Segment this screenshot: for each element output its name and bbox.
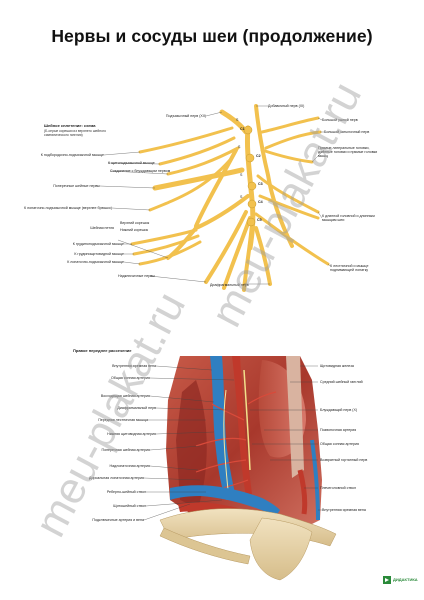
ansa-cervicalis-inferior <box>194 194 250 230</box>
label-omohyoid-superior: К лопаточно-подъязычной мышце (верхнее б… <box>23 206 112 210</box>
subclavian-vein <box>170 485 280 516</box>
s-mark: S <box>236 118 239 122</box>
internal-jugular-vein <box>210 356 236 500</box>
publisher-logo <box>383 576 391 584</box>
label-great-occipital: Большой затылочный нерв <box>324 130 370 134</box>
supraclavicular-nerve-1 <box>204 210 248 284</box>
label-sternothyroid: К грудинощитовидной мышце <box>74 252 124 256</box>
label-internal-jugular: Внутренняя яремная вена <box>112 364 156 368</box>
phrenic-nerve-dissection <box>223 389 229 491</box>
vagus-nerve <box>243 369 251 471</box>
label-omohyoid: К лопаточно-подъязычной мышце <box>67 260 124 264</box>
segment-nodes <box>243 125 257 227</box>
label-accessory: Добавочный нерв (XI) <box>268 104 305 108</box>
accessory-nerve <box>254 104 294 248</box>
label-superior-root: Верхний корешок <box>120 221 150 225</box>
label-ansa-cervicalis: Шейная петля <box>90 226 114 230</box>
page-title: Нервы и сосуды шеи (продолжение) <box>51 26 373 46</box>
sternum-manubrium <box>249 517 313 581</box>
omohyoid-superior-branch <box>148 158 232 212</box>
label-phrenic: Диафрагмальный нерв <box>210 283 249 287</box>
bottom-diagram-header: Правое переднее рассечение <box>73 348 132 353</box>
label-brachiocephalic-trunk: Плечеголовной ствол <box>320 486 356 490</box>
bottom-leader-lines <box>143 365 322 521</box>
top-diagram-header: Шейное сплетение: схема <box>44 123 96 128</box>
lesser-occipital-nerve <box>260 116 320 134</box>
label-thyroid-gland: Щитовидная железа <box>320 364 354 368</box>
label-dorsal-scapular: Дорсальная лопаточная артерия <box>89 476 144 480</box>
label-hypoglossal: Подъязычный нерв (XII) <box>165 114 206 118</box>
label-thyrocervical: Щитошейный ствол <box>113 504 146 508</box>
label-inferior-thyroid: Нижняя щитовидная артерия <box>107 432 156 436</box>
vagus-connection <box>166 146 240 176</box>
nerve-to-longus-capitis <box>256 174 320 214</box>
label-vagus-connection: Соединение с блуждающим нервом <box>110 169 171 173</box>
nerve-to-geniohyoid <box>138 126 234 154</box>
s-mark: S <box>240 173 243 177</box>
label-recurrent-laryngeal: Возвратный гортанный нерв <box>320 458 368 462</box>
label-internal-jugular-right: Внутренняя яремная вена <box>322 508 366 512</box>
label-transverse-cervical-artery: Поперечная шейная артерия <box>101 448 151 452</box>
logo-text: ДИДАКТИКА <box>393 577 418 582</box>
label-scalene-levator: К лестничной и мышце поднимающей лопатку <box>330 264 369 273</box>
label-supraclavicular: Надключичные нервы <box>118 274 155 278</box>
first-rib <box>159 527 251 565</box>
segment-label-c1: C1 <box>240 127 245 131</box>
s-mark: S <box>238 145 241 149</box>
label-inferior-root: Нижний корешок <box>120 228 149 232</box>
label-transverse-cervical: Поперечные шейные нервы <box>53 184 100 188</box>
label-thyrohyoid: К щитоподъязычной мышце <box>108 161 155 165</box>
nerve-to-omohyoid <box>138 240 202 266</box>
label-sternohyoid: К грудиноподъязычной мышце <box>72 242 124 246</box>
supraclavicular-nerve-2 <box>222 216 252 290</box>
nerve-to-sternothyroid <box>132 234 200 256</box>
label-subclavian: Подключичные артерия и вена <box>92 518 144 522</box>
label-common-carotid-right: Общая сонная артерия <box>320 442 359 446</box>
common-carotid-artery <box>232 356 252 496</box>
brachiocephalic-trunk <box>297 469 308 515</box>
segment-label-c3: C3 <box>258 182 263 186</box>
trachea <box>286 356 304 478</box>
ansa-cervicalis-superior <box>194 148 238 228</box>
s-mark: S <box>240 195 243 199</box>
deep-tissue <box>176 380 207 508</box>
label-middle-cervical-ganglion: Средний шейный ганглий <box>320 380 363 384</box>
nerve-to-rectus-capitis <box>260 148 314 164</box>
label-phrenic-dissection: Диафрагмальный нерв <box>117 406 156 410</box>
transverse-cervical-nerve <box>152 167 245 191</box>
label-rectus-capitis: Прямые латеральные головки, длинные голо… <box>318 146 378 159</box>
label-great-auricular: Большой ушной нерв <box>322 118 358 122</box>
label-common-carotid: Общая сонная артерия <box>111 376 150 380</box>
label-suprascapular: Надлопаточная артерия <box>109 464 151 468</box>
nerve-to-thyrohyoid <box>158 136 236 166</box>
label-costocervical: Реберно-шейный ствол <box>106 490 146 494</box>
label-vertebral-artery: Позвоночная артерия <box>320 428 357 432</box>
label-vagus-nerve: Блуждающий нерв (X) <box>320 408 358 412</box>
leader-lines <box>99 105 331 285</box>
nerve-to-longus-colli <box>258 194 320 220</box>
label-longus: К длинной головной и длинным мышцам шеи <box>322 214 375 223</box>
nerve-to-sternohyoid <box>130 228 198 246</box>
nerve-to-scalene <box>254 212 330 266</box>
label-anterior-scalene: Передняя лестничная мышца <box>98 418 148 422</box>
great-auricular-nerve <box>264 130 322 150</box>
label-ascending-cervical: Восходящая шейная артерия <box>100 394 150 398</box>
internal-jugular-vein-right <box>310 439 320 521</box>
top-diagram-subheader: (Б-серые корешки из верхнего шейного сим… <box>44 129 107 137</box>
nerve-trunks <box>130 104 330 292</box>
segment-label-c5: C5 <box>257 218 262 222</box>
segment-label-c2: C2 <box>256 154 261 158</box>
segment-label-c4: C4 <box>258 200 263 204</box>
phrenic-nerve <box>254 226 272 286</box>
label-geniohyoid: К подбородочно-подъязычной мышце <box>40 153 104 157</box>
